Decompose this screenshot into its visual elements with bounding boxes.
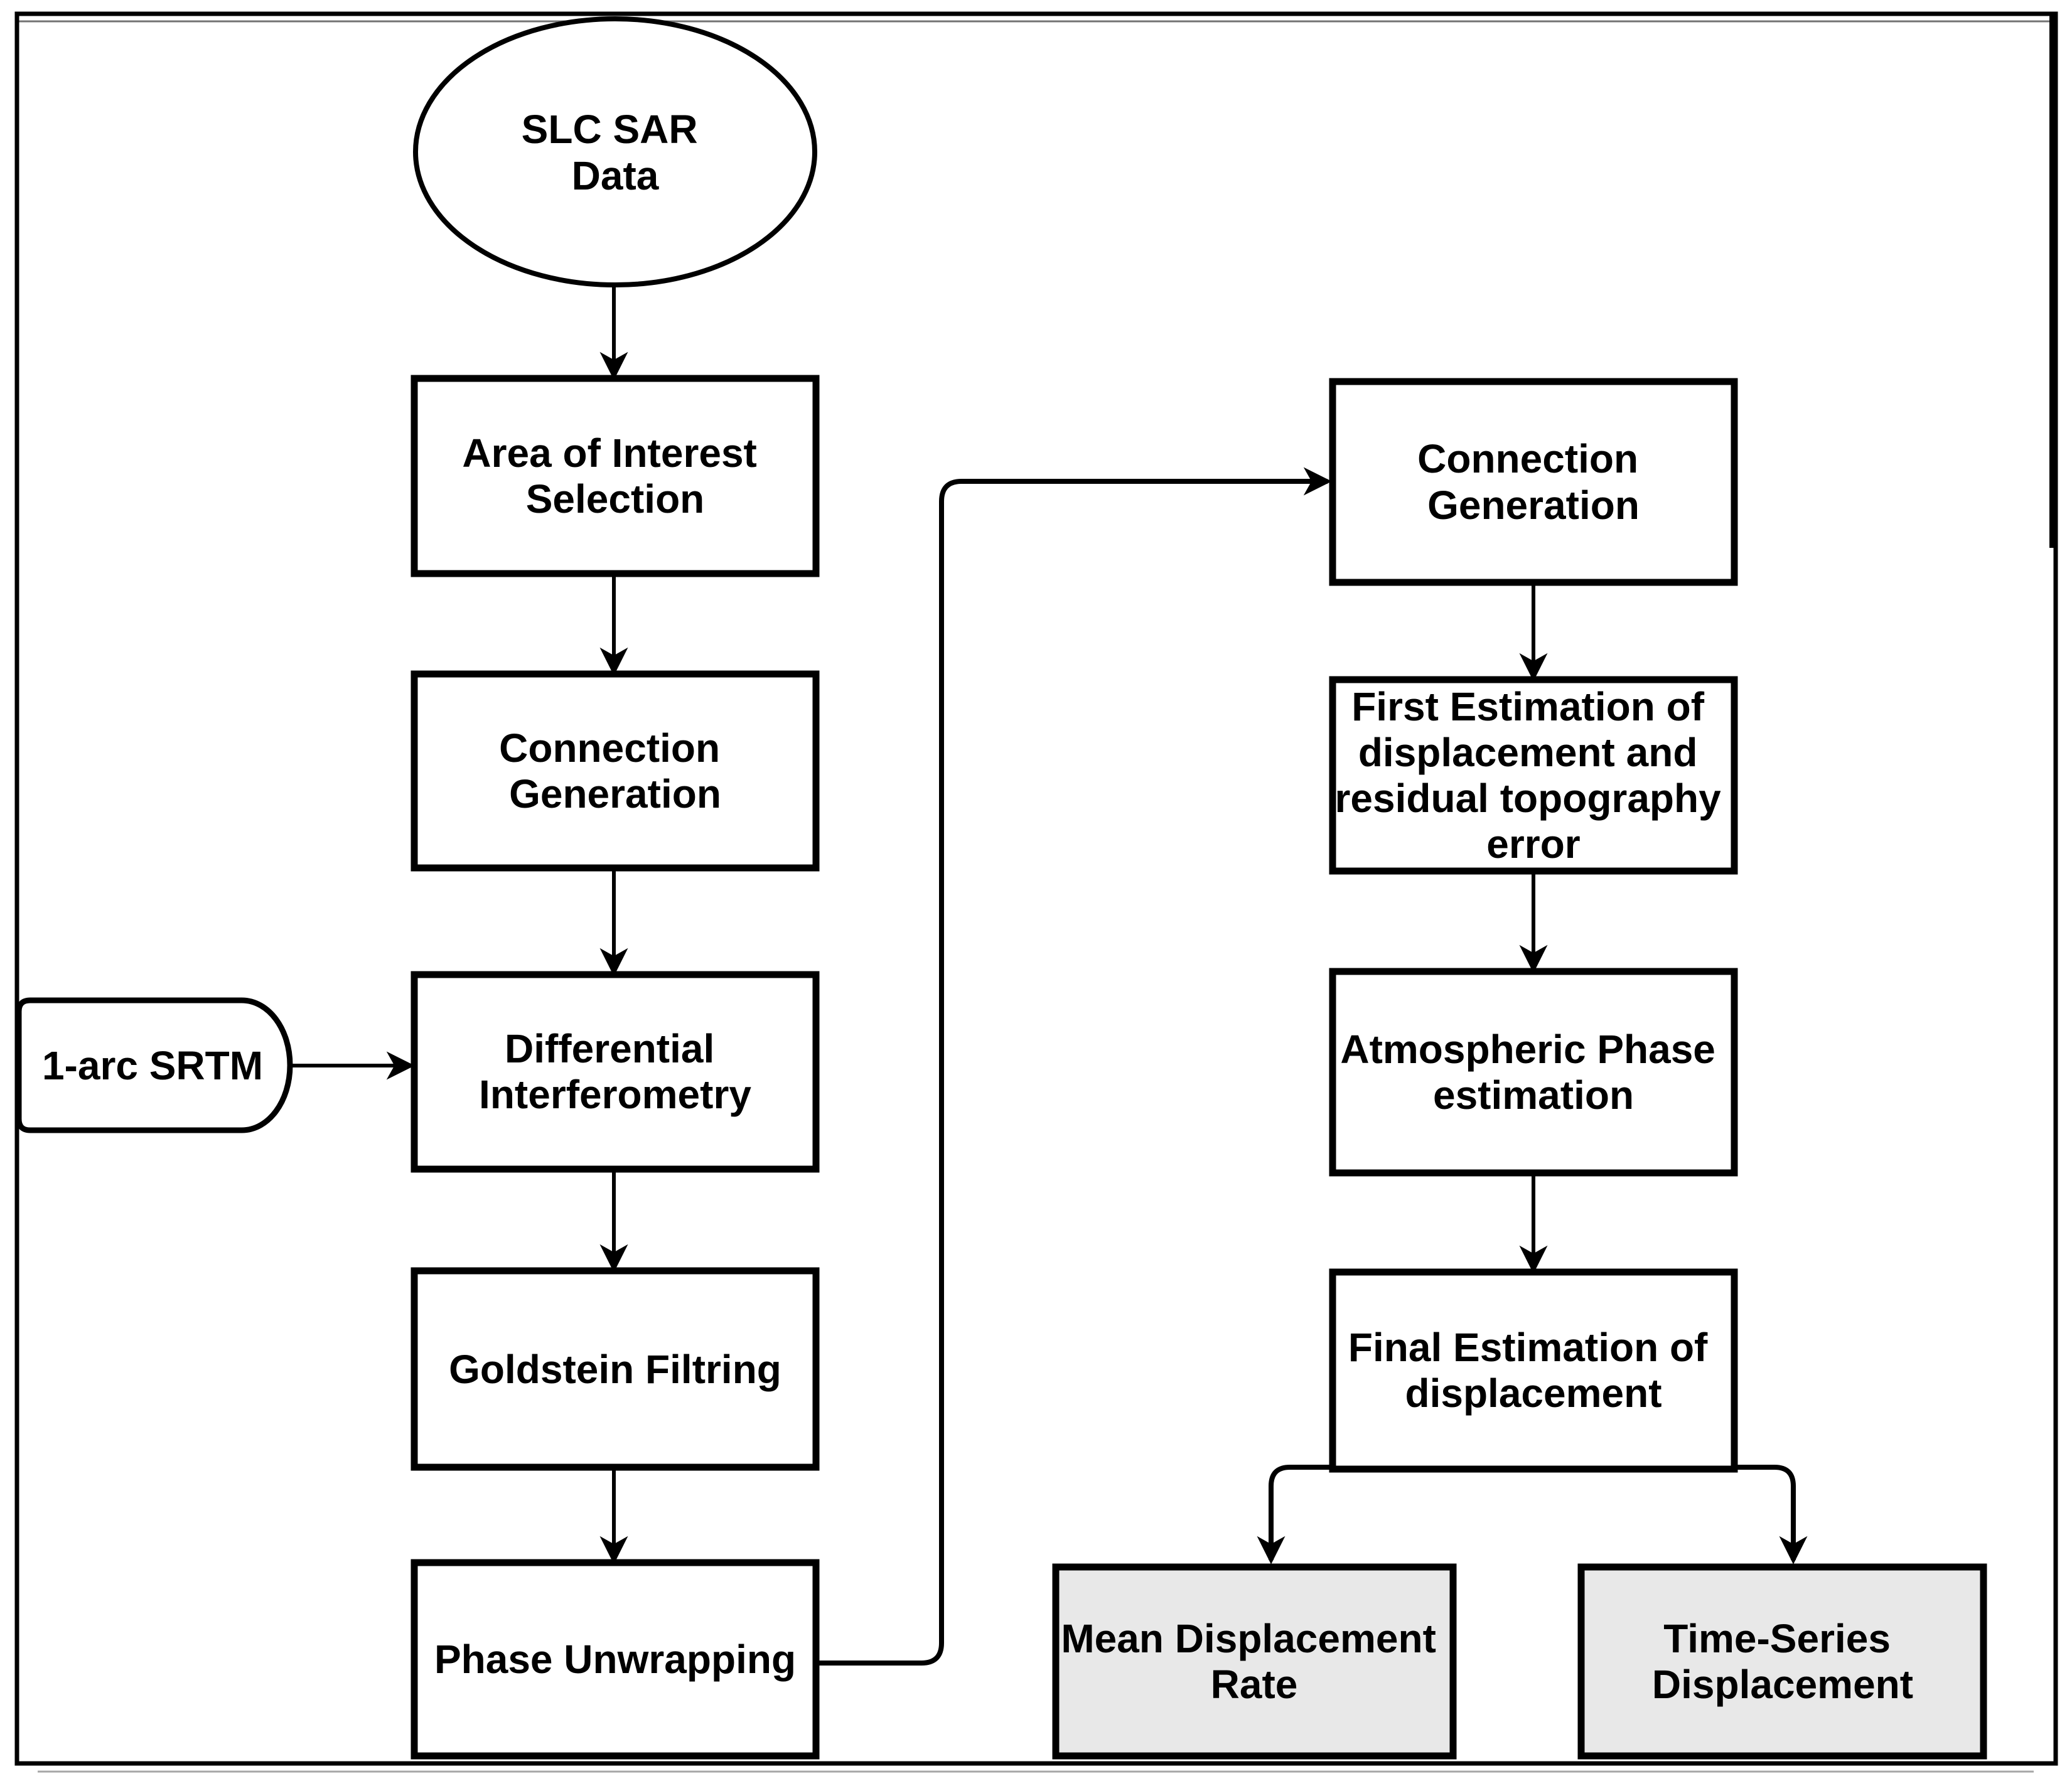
node-slc-sar-data: SLC SAR Data <box>413 16 817 287</box>
node-differential-interferometry: Differential Interferometry <box>411 971 820 1173</box>
goldstein-filtring-label: Goldstein Filtring <box>449 1347 781 1392</box>
node-one-arc-srtm: 1-arc SRTM <box>16 997 293 1133</box>
goldstein-filtring-box <box>411 1267 820 1471</box>
phase-unwrapping-box <box>411 1559 820 1760</box>
node-atmospheric-phase-estimation: Atmospheric Phase estimation <box>1329 968 1738 1177</box>
atmospheric-phase-estimation-label: Atmospheric Phase estimation <box>1340 1027 1726 1118</box>
node-connection-generation-2: Connection Generation <box>1329 378 1738 586</box>
time-series-displacement-box <box>1577 1563 1987 1760</box>
one-arc-srtm-shape <box>16 997 293 1133</box>
phase-unwrapping-label: Phase Unwrapping <box>434 1637 796 1682</box>
node-connection-generation-1: Connection Generation <box>411 670 820 872</box>
node-time-series-displacement: Time-Series Displacement <box>1577 1563 1987 1760</box>
node-phase-unwrapping: Phase Unwrapping <box>411 1559 820 1760</box>
connection-generation-1-label: Connection Generation <box>499 725 731 816</box>
connection-generation-1-box <box>411 670 820 872</box>
atmospheric-phase-estimation-box <box>1329 968 1738 1177</box>
node-final-estimation: Final Estimation of displacement <box>1329 1268 1738 1473</box>
arrow-phase-to-connection2 <box>815 467 1332 1666</box>
slc-sar-data-ellipse <box>413 16 817 287</box>
node-area-of-interest-selection: Area of Interest Selection <box>411 375 820 577</box>
slc-sar-data-label: SLC SAR Data <box>522 107 709 198</box>
mean-displacement-rate-label: Mean Displacement Rate <box>1061 1616 1447 1707</box>
node-goldstein-filtring: Goldstein Filtring <box>411 1267 820 1471</box>
mean-displacement-rate-box <box>1052 1563 1457 1760</box>
one-arc-srtm-label: 1-arc SRTM <box>42 1043 263 1088</box>
area-of-interest-selection-label: Area of Interest Selection <box>462 431 768 521</box>
final-estimation-label: Final Estimation of displacement <box>1348 1325 1719 1416</box>
differential-interferometry-box <box>411 971 820 1173</box>
area-of-interest-selection-box <box>411 375 820 577</box>
node-first-estimation: First Estimation of displacement and res… <box>1329 676 1738 875</box>
outer-frame <box>14 11 2058 1766</box>
first-estimation-box <box>1329 676 1738 875</box>
connection-generation-2-box <box>1329 378 1738 586</box>
differential-interferometry-label: Differential Interferometry <box>479 1026 751 1117</box>
first-estimation-label: First Estimation of displacement and res… <box>1335 684 1732 867</box>
time-series-displacement-label: Time-Series Displacement <box>1652 1616 1913 1707</box>
node-mean-displacement-rate: Mean Displacement Rate <box>1052 1563 1457 1760</box>
final-estimation-box <box>1329 1268 1738 1473</box>
arrow-final-to-outputs-split <box>1257 1465 1808 1564</box>
connection-generation-2-label: Connection Generation <box>1417 436 1650 528</box>
